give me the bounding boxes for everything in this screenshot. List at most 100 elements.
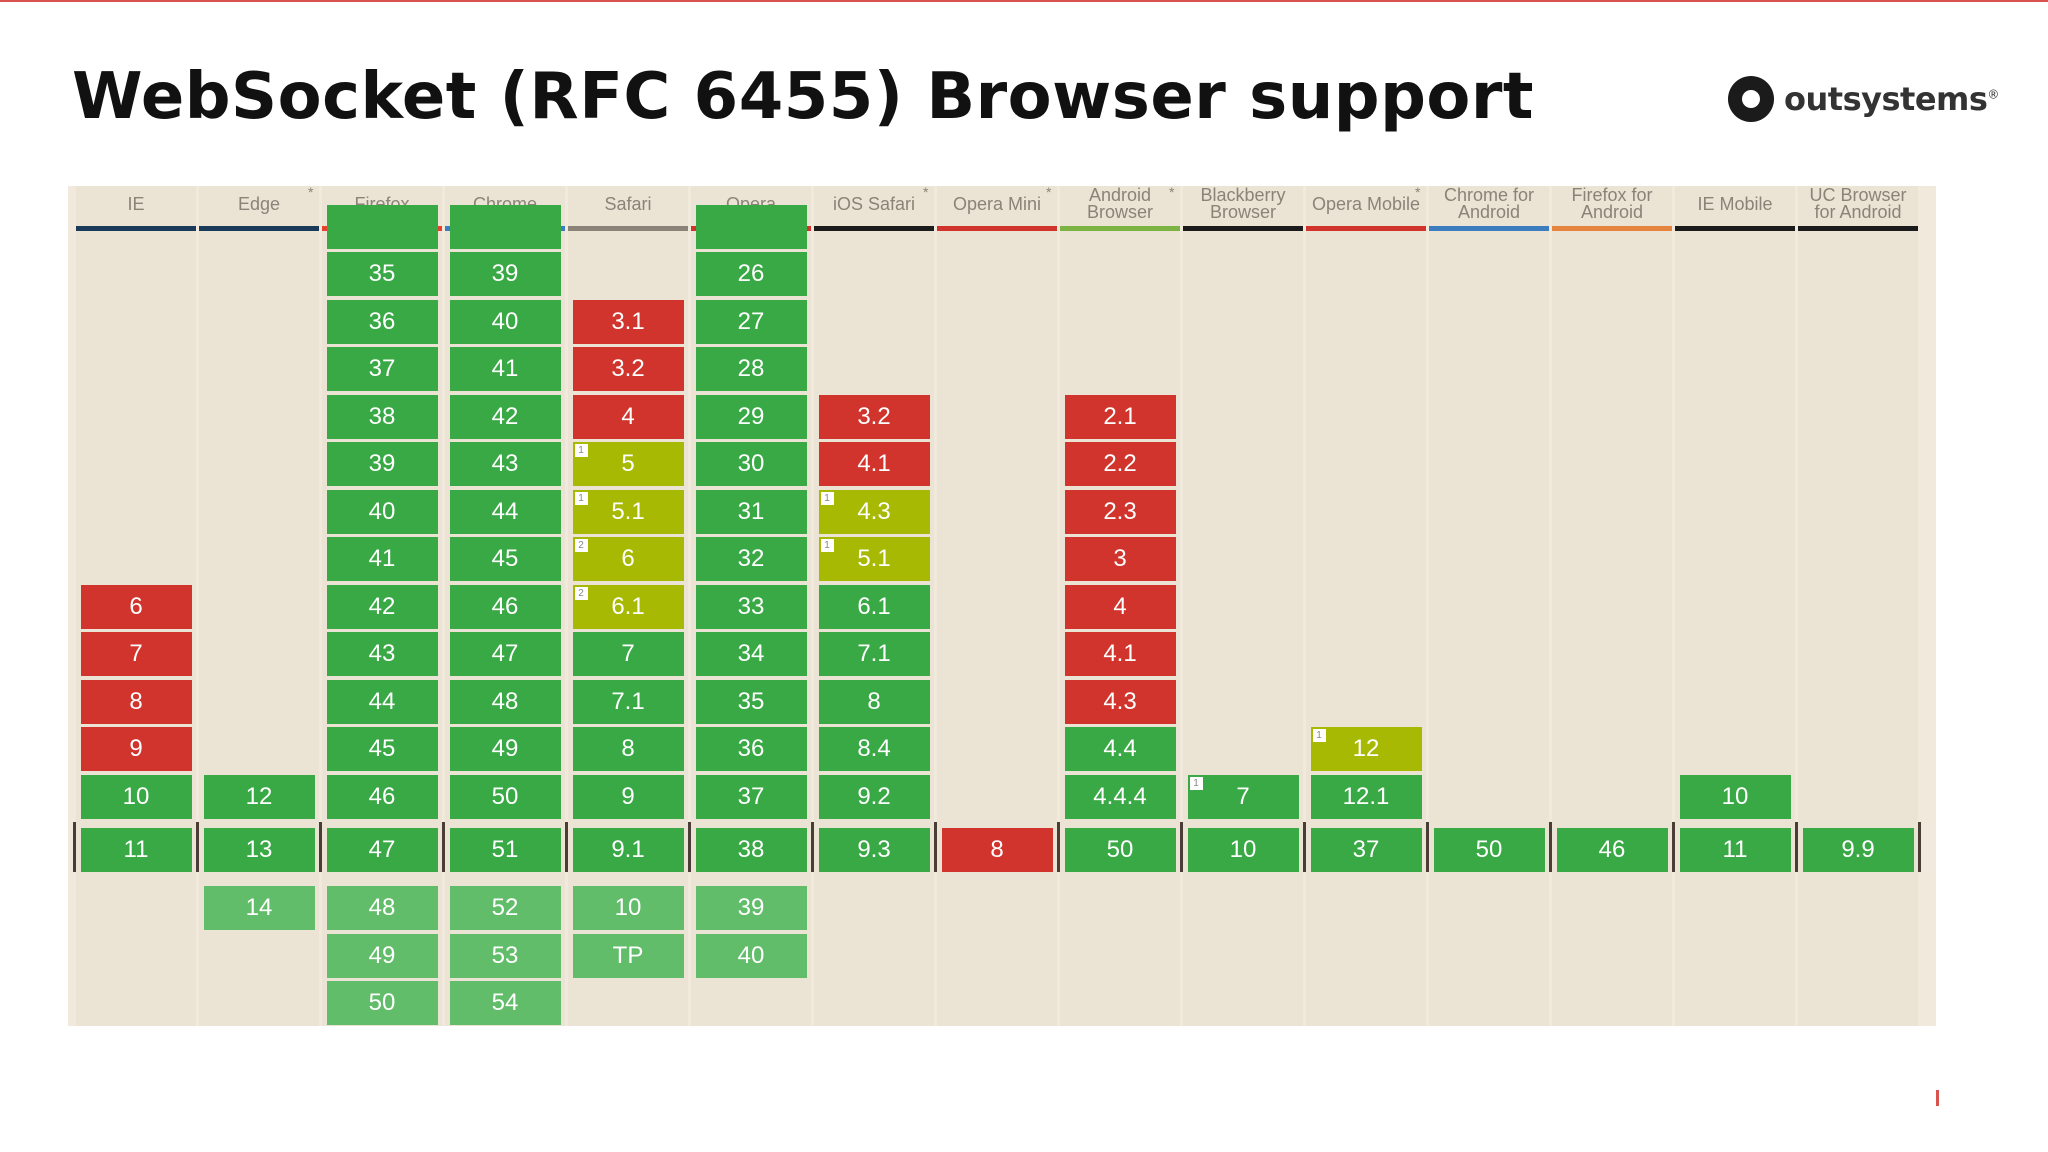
version-cell[interactable]: 50 — [449, 774, 561, 819]
version-cell[interactable]: 2.1 — [1064, 394, 1176, 439]
version-cell[interactable]: 9.2 — [818, 774, 930, 819]
version-cell[interactable]: 33 — [695, 584, 807, 629]
version-cell[interactable]: 26 — [695, 252, 807, 296]
version-cell[interactable]: 4.3 — [1064, 679, 1176, 724]
future-version-cell[interactable]: 54 — [449, 981, 561, 1025]
current-version-cell[interactable]: 9.9 — [1802, 828, 1914, 872]
version-cell[interactable]: 40 — [326, 489, 438, 534]
version-cell[interactable]: 35 — [326, 252, 438, 296]
version-cell[interactable]: 10 — [1679, 774, 1791, 819]
current-version-cell[interactable]: 51 — [449, 828, 561, 872]
version-cell[interactable]: 39 — [326, 442, 438, 486]
version-cell[interactable]: 43 — [449, 442, 561, 486]
version-cell[interactable]: 37 — [326, 347, 438, 391]
future-version-cell[interactable]: 52 — [449, 886, 561, 930]
current-version-cell[interactable]: 46 — [1556, 828, 1668, 872]
version-cell[interactable]: 12.1 — [1310, 774, 1422, 819]
future-version-cell[interactable]: 50 — [326, 981, 438, 1025]
current-version-cell[interactable]: 11 — [80, 828, 192, 872]
future-version-cell[interactable]: 48 — [326, 886, 438, 930]
version-cell[interactable]: 4.1 — [818, 442, 930, 486]
current-version-cell[interactable]: 47 — [326, 828, 438, 872]
version-cell[interactable]: 39 — [449, 252, 561, 296]
version-cell[interactable]: 9 — [572, 774, 684, 819]
version-cell[interactable]: 8 — [572, 727, 684, 771]
version-cell[interactable]: 45 — [326, 727, 438, 771]
version-cell[interactable]: 47 — [449, 632, 561, 676]
future-version-cell[interactable]: 40 — [695, 933, 807, 978]
version-cell[interactable]: 3.2 — [572, 347, 684, 391]
version-cell[interactable]: 42 — [449, 394, 561, 439]
version-cell[interactable]: 37 — [695, 774, 807, 819]
future-version-cell[interactable]: 10 — [572, 886, 684, 930]
current-version-cell[interactable]: 50 — [1433, 828, 1545, 872]
version-cell[interactable]: 45 — [449, 537, 561, 581]
version-cell[interactable]: 7.1 — [572, 679, 684, 724]
version-cell[interactable]: 8 — [818, 679, 930, 724]
current-version-cell[interactable]: 10 — [1187, 828, 1299, 872]
version-cell[interactable]: 40 — [449, 299, 561, 344]
version-cell[interactable]: 6 — [80, 584, 192, 629]
version-cell[interactable]: 4.1 — [1064, 632, 1176, 676]
version-cell[interactable]: 30 — [695, 442, 807, 486]
version-cell[interactable]: 44 — [326, 679, 438, 724]
version-cell[interactable]: 49 — [449, 727, 561, 771]
current-version-cell[interactable]: 37 — [1310, 828, 1422, 872]
version-cell[interactable]: 3 — [1064, 537, 1176, 581]
version-cell[interactable]: 42 — [326, 584, 438, 629]
version-cell[interactable]: 7.1 — [818, 632, 930, 676]
current-version-cell[interactable]: 9.1 — [572, 828, 684, 872]
version-cell[interactable]: 4.4 — [1064, 727, 1176, 771]
version-cell[interactable]: 41 — [449, 347, 561, 391]
version-cell[interactable]: 36 — [326, 299, 438, 344]
version-cell[interactable]: 6.1 — [818, 584, 930, 629]
version-cell[interactable]: 46 — [449, 584, 561, 629]
version-cell[interactable]: 10 — [80, 774, 192, 819]
version-cell[interactable]: 4.4.4 — [1064, 774, 1176, 819]
future-version-cell[interactable]: 39 — [695, 886, 807, 930]
version-cell[interactable]: 2.3 — [1064, 489, 1176, 534]
version-cell[interactable]: 29 — [695, 394, 807, 439]
version-cell[interactable]: 38 — [326, 394, 438, 439]
version-cell[interactable]: 28 — [695, 347, 807, 391]
future-version-cell[interactable]: 53 — [449, 933, 561, 978]
future-version-cell[interactable]: 49 — [326, 933, 438, 978]
version-cell[interactable]: 31 — [695, 489, 807, 534]
version-cell[interactable]: 4 — [572, 394, 684, 439]
version-cell[interactable]: 7 — [80, 632, 192, 676]
current-version-cell[interactable]: 8 — [941, 828, 1053, 872]
future-version-cell[interactable]: TP — [572, 933, 684, 978]
current-version-cell[interactable]: 11 — [1679, 828, 1791, 872]
current-version-cell[interactable]: 50 — [1064, 828, 1176, 872]
version-cell[interactable]: 48 — [449, 679, 561, 724]
version-cell[interactable]: 12 — [203, 774, 315, 819]
version-cell[interactable]: 8 — [80, 679, 192, 724]
current-version-cell[interactable]: 9.3 — [818, 828, 930, 872]
version-cell[interactable]: 44 — [449, 489, 561, 534]
version-cell[interactable]: 2.2 — [1064, 442, 1176, 486]
version-cell[interactable]: 3.2 — [818, 394, 930, 439]
version-cell[interactable]: 4 — [1064, 584, 1176, 629]
current-version-cell[interactable]: 38 — [695, 828, 807, 872]
version-cell[interactable]: 3.1 — [572, 299, 684, 344]
version-cell[interactable]: 36 — [695, 727, 807, 771]
version-cell[interactable]: 32 — [695, 537, 807, 581]
version-cell[interactable]: 41 — [326, 537, 438, 581]
version-cell[interactable]: 43 — [326, 632, 438, 676]
version-cell[interactable]: 34 — [695, 632, 807, 676]
version-cell[interactable]: 35 — [695, 679, 807, 724]
version-cell[interactable]: 7 — [572, 632, 684, 676]
future-version-cell[interactable]: 14 — [203, 886, 315, 930]
current-version-cell[interactable]: 13 — [203, 828, 315, 872]
version-cell[interactable]: 8.4 — [818, 727, 930, 771]
version-cell[interactable]: 27 — [695, 299, 807, 344]
version-cell[interactable]: 9 — [80, 727, 192, 771]
